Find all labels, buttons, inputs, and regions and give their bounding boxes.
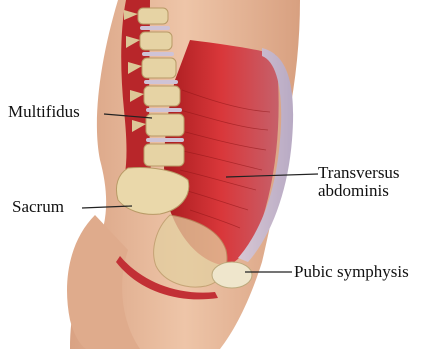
label-transversus-line1: Transversus	[318, 164, 400, 182]
label-multifidus: Multifidus	[8, 103, 80, 121]
label-sacrum: Sacrum	[12, 198, 64, 216]
label-pubic-symphysis: Pubic symphysis	[294, 263, 409, 281]
label-transversus-line2: abdominis	[318, 182, 400, 200]
label-transversus-abdominis: Transversus abdominis	[318, 164, 400, 200]
pubic-symphysis-bone	[212, 262, 252, 288]
